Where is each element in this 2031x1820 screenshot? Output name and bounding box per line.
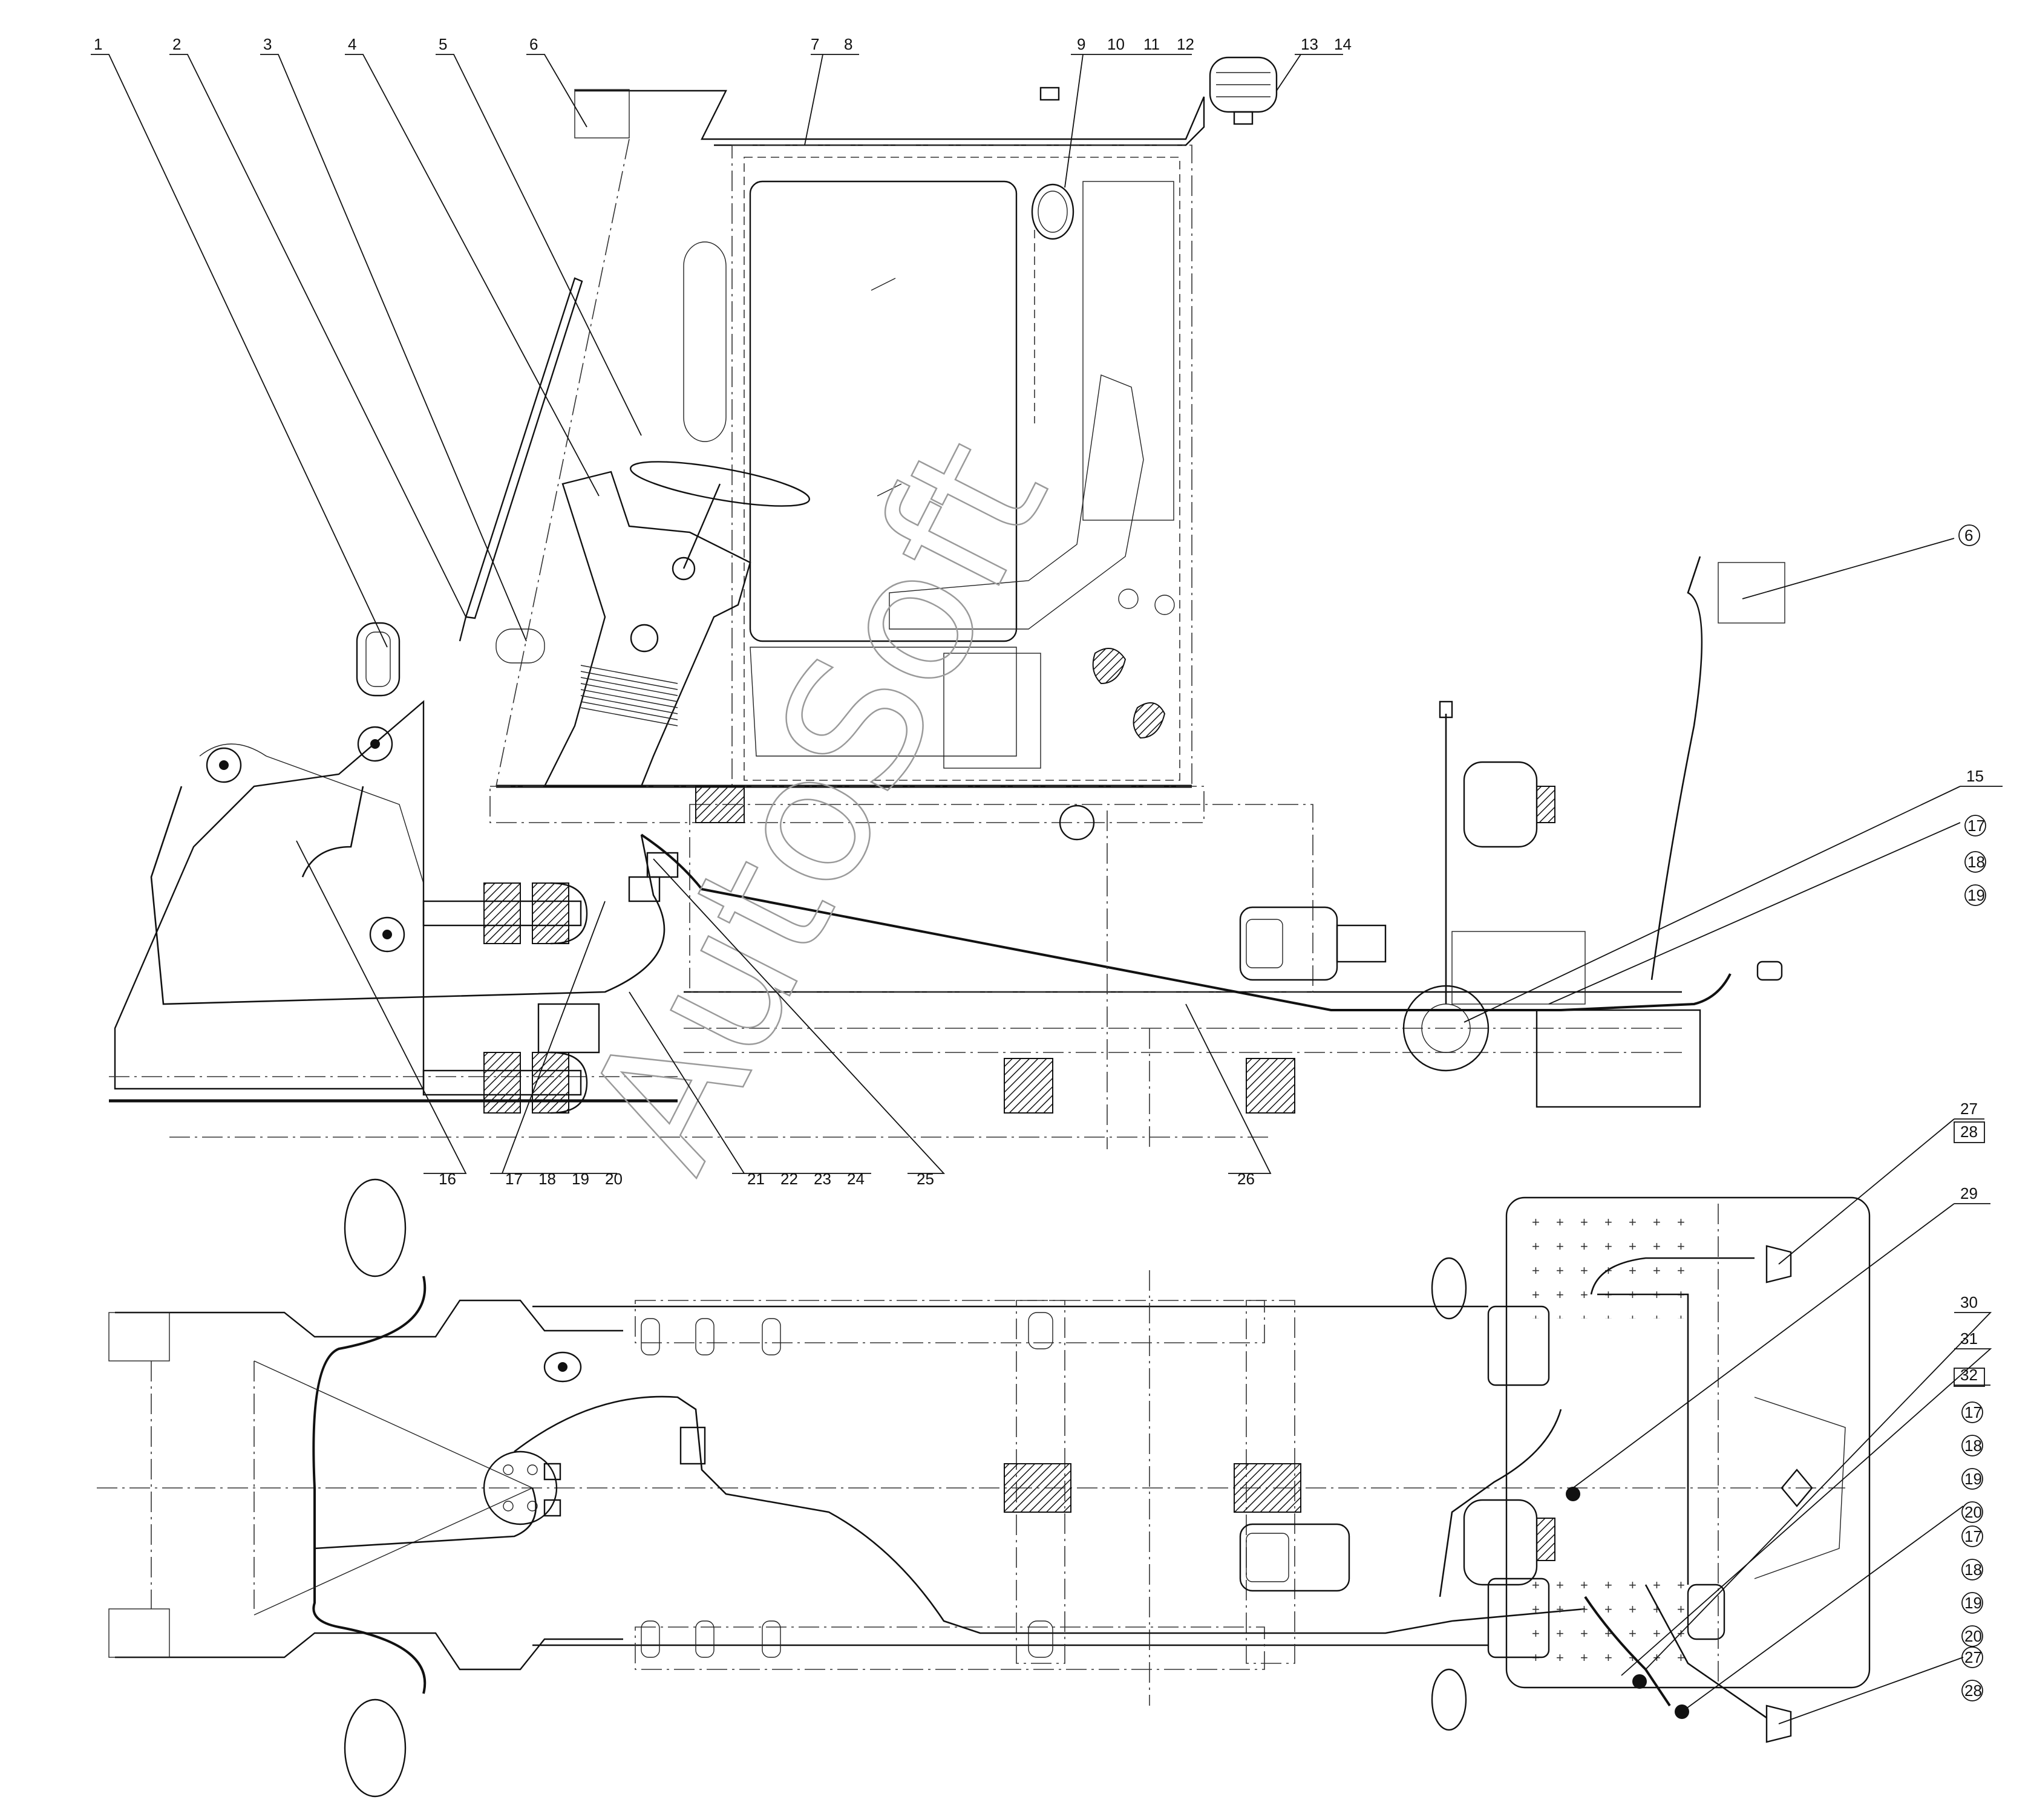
callout-a17: 17 <box>1964 1403 1982 1421</box>
callout-29: 29 <box>1960 1184 1978 1202</box>
callout-circled-6: 6 <box>1964 526 1973 544</box>
cylinder-upper <box>422 882 588 945</box>
callout-27: 27 <box>1960 1100 1978 1118</box>
rear-counterweight <box>1505 1196 1871 1689</box>
callout-d27: 27 <box>1964 1648 1982 1666</box>
callout-circled-18: 18 <box>1967 853 1985 871</box>
callout-b19: 19 <box>1964 1594 1982 1612</box>
callout-b18: 18 <box>1964 1561 1982 1579</box>
articulation-joint <box>483 1450 561 1525</box>
flywheel <box>1402 985 1490 1072</box>
hinge-block <box>537 1003 600 1054</box>
side-view <box>109 56 1785 1149</box>
callout-25: 25 <box>917 1170 934 1188</box>
callout-31: 31 <box>1960 1329 1978 1348</box>
plan-view <box>97 1178 1871 1798</box>
callout-20: 20 <box>605 1170 623 1188</box>
callout-21: 21 <box>747 1170 765 1188</box>
callout-15: 15 <box>1966 767 1984 785</box>
callout-17: 17 <box>505 1170 523 1188</box>
interior-lamp <box>1031 183 1074 240</box>
generator-icon <box>1463 761 1555 848</box>
rear-window <box>1082 181 1174 521</box>
callout-7: 7 <box>811 35 819 53</box>
callout-6: 6 <box>529 35 538 53</box>
bottom-callouts: 27 28 29 30 31 32 17 18 19 20 17 18 19 2… <box>1572 1100 1992 1724</box>
callout-a18: 18 <box>1964 1437 1982 1455</box>
column-bellows <box>580 665 678 726</box>
callout-1: 1 <box>94 35 102 53</box>
driver-seat <box>889 374 1144 630</box>
callout-26: 26 <box>1237 1170 1255 1188</box>
callout-19: 19 <box>572 1170 589 1188</box>
callout-32: 32 <box>1960 1366 1978 1384</box>
cylinder-lower <box>422 1051 588 1114</box>
callout-circled-17: 17 <box>1967 817 1985 835</box>
callout-23: 23 <box>814 1170 831 1188</box>
callout-13: 13 <box>1301 35 1318 53</box>
front-pillar <box>495 139 630 787</box>
rear-lamp-wire <box>1650 556 1703 980</box>
connector <box>679 1426 706 1465</box>
cab-roof <box>575 90 1205 146</box>
callout-b20: 20 <box>1964 1627 1982 1645</box>
main-harness <box>640 833 1732 1011</box>
rear-lamp-box <box>1718 562 1785 624</box>
starter-motor-plan <box>1239 1523 1350 1592</box>
flasher-lamp-icon <box>1209 56 1278 125</box>
callout-5: 5 <box>439 35 447 53</box>
warning-light-box <box>574 89 630 139</box>
steering-column <box>543 471 751 788</box>
front-wheel-right <box>344 1698 407 1798</box>
callout-b17: 17 <box>1964 1527 1982 1545</box>
front-wheel-left <box>344 1178 407 1277</box>
callout-9: 9 <box>1077 35 1085 53</box>
callout-10: 10 <box>1107 35 1125 53</box>
callout-11: 11 <box>1143 35 1160 53</box>
callout-d28: 28 <box>1964 1681 1982 1700</box>
front-lamp-harness <box>312 1276 427 1694</box>
cab-frame-outline <box>731 145 1192 787</box>
callout-a20: 20 <box>1964 1503 1982 1521</box>
chassis-harness <box>514 1395 1586 1634</box>
callout-a19: 19 <box>1964 1470 1982 1488</box>
callout-4: 4 <box>348 35 356 53</box>
door-window <box>749 180 1018 642</box>
callout-28: 28 <box>1960 1123 1978 1141</box>
battery-icon <box>1536 1009 1701 1108</box>
steering-wheel-icon <box>630 461 810 507</box>
tail-lamp-icon <box>1765 1245 1792 1283</box>
callout-16: 16 <box>439 1170 456 1188</box>
engine-block <box>1451 931 1586 1005</box>
dash-lamp <box>495 628 545 664</box>
door-lower-panel <box>750 647 1017 757</box>
callout-22: 22 <box>780 1170 798 1188</box>
callout-24: 24 <box>847 1170 865 1188</box>
side-mirror <box>683 241 727 442</box>
cab-inner-frame <box>744 157 1180 781</box>
callout-30: 30 <box>1960 1293 1978 1311</box>
headlamp <box>356 622 401 697</box>
callout-14: 14 <box>1334 35 1352 53</box>
callout-12: 12 <box>1177 35 1194 53</box>
top-callouts: 1 2 3 4 5 6 7 8 9 10 11 12 13 14 15 16 1… <box>91 35 2003 1188</box>
fuse-box <box>943 653 1041 769</box>
callout-3: 3 <box>263 35 272 53</box>
callout-circled-19: 19 <box>1967 886 1985 904</box>
callout-18: 18 <box>538 1170 556 1188</box>
front-harness <box>150 786 666 1005</box>
callout-8: 8 <box>844 35 852 53</box>
front-axle-housing <box>114 700 425 1090</box>
callout-2: 2 <box>172 35 181 53</box>
generator-plan <box>1463 1499 1555 1586</box>
wiper-blade <box>465 277 583 619</box>
starter-motor-icon <box>1239 906 1387 981</box>
